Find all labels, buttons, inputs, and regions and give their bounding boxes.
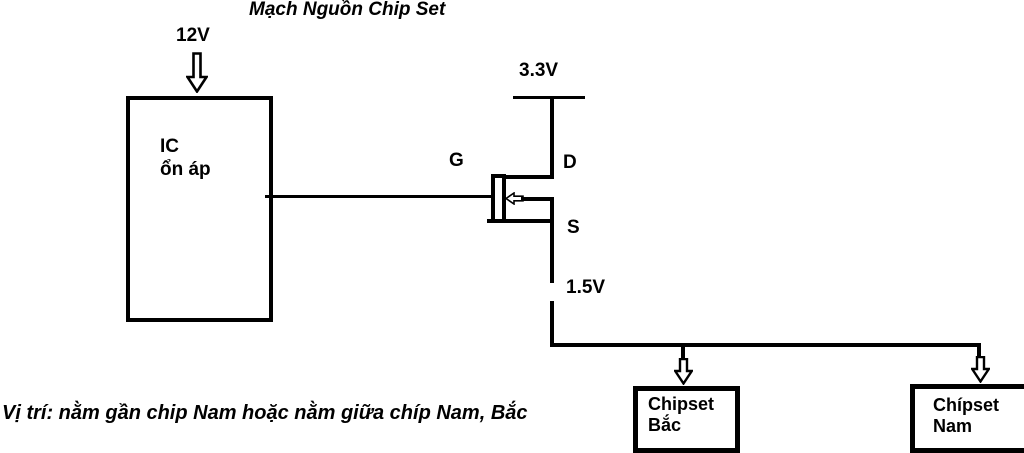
source-wire-lower	[550, 301, 554, 347]
label-1v5: 1.5V	[566, 277, 606, 298]
label-12v: 12V	[176, 25, 210, 46]
chipset-south-line2: Nam	[933, 416, 973, 436]
ic-regulator-label: IC ổn áp	[130, 100, 269, 181]
label-source: S	[567, 217, 580, 238]
chipset-north-line1: Chipset	[648, 394, 715, 414]
chipset-south-line1: Chípset	[933, 395, 1000, 415]
stub-south	[977, 343, 981, 359]
arrow-down-north-icon	[674, 358, 693, 385]
ic-label-line2: ổn áp	[160, 159, 211, 180]
body-wire	[521, 197, 554, 201]
gate-wire	[265, 195, 491, 198]
arrow-down-south-icon	[971, 356, 990, 383]
bottom-rail	[550, 343, 981, 347]
drain-wire-horizontal	[504, 175, 554, 179]
source-wire-upper	[550, 221, 554, 283]
diagram-title: Mạch Nguồn Chip Set	[249, 0, 446, 20]
rail-3v3	[513, 96, 585, 99]
label-drain: D	[563, 152, 577, 173]
source-join-wire	[550, 197, 554, 223]
label-gate: G	[449, 150, 464, 171]
chipset-south-box: Chípset Nam	[910, 384, 1024, 453]
drain-wire-vertical	[550, 98, 554, 179]
label-3v3: 3.3V	[519, 60, 559, 81]
arrow-down-12v-icon	[186, 52, 208, 93]
ic-regulator-box: IC ổn áp	[126, 96, 273, 322]
chipset-north-box: Chipset Bắc	[633, 386, 740, 453]
position-note: Vị trí: nằm gần chip Nam hoặc nằm giữa c…	[2, 402, 528, 424]
stub-north	[681, 343, 685, 361]
mosfet-gate-bar	[491, 174, 506, 223]
chipset-north-line2: Bắc	[648, 415, 682, 435]
ic-label-line1: IC	[160, 136, 179, 157]
source-wire-bottom	[487, 219, 554, 223]
